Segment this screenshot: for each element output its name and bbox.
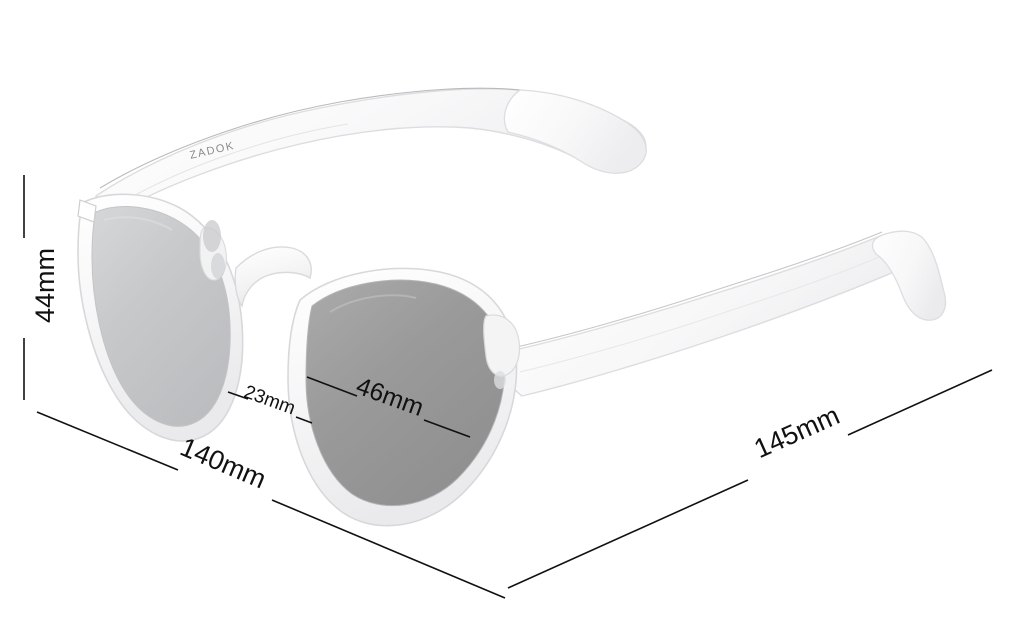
hinge-pin-secondary-icon xyxy=(211,253,225,279)
dimline-23mm-right xyxy=(295,416,313,424)
sunglasses-body xyxy=(77,87,947,527)
hinge-notch-icon xyxy=(77,199,97,223)
temple-arm-near xyxy=(504,230,947,397)
hinge-screw-icon xyxy=(494,371,506,389)
dimline-140mm-right xyxy=(271,499,506,599)
bridge xyxy=(234,246,312,308)
dimline-46mm-left xyxy=(306,376,358,397)
dimline-23mm-left xyxy=(227,391,249,400)
temple-arm-far xyxy=(94,87,647,213)
dimline-46mm-right xyxy=(423,419,471,438)
lens-right xyxy=(287,267,518,527)
dimline-145mm-upper xyxy=(847,369,993,436)
hinge-pin-icon xyxy=(203,220,221,252)
dimension-lines xyxy=(23,175,993,599)
dimension-label-frame-height: 44mm xyxy=(30,247,61,324)
hinge-right xyxy=(483,314,521,377)
dimline-145mm-lower xyxy=(507,479,749,589)
dimline-140mm-left xyxy=(36,411,179,471)
